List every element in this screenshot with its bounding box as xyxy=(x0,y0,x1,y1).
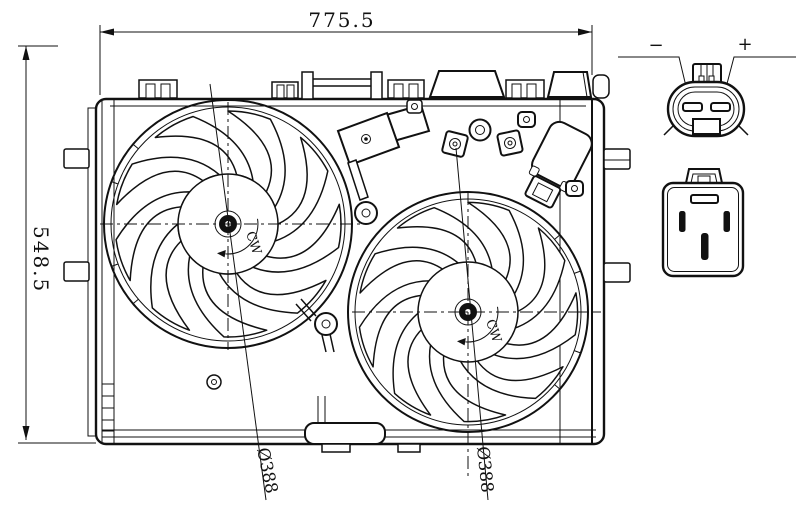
fan-right-diameter-label: Ø388 xyxy=(472,445,497,493)
centerlines xyxy=(100,102,601,480)
fan-left-rotation-label: CW xyxy=(242,230,264,257)
connector-positive-label: + xyxy=(737,34,752,55)
connector-negative-label: − xyxy=(648,35,663,56)
top-mounting-tabs xyxy=(138,70,610,100)
fan-left-diameter-label: Ø388 xyxy=(252,446,281,496)
resistor-module xyxy=(524,120,593,209)
motor-bracket xyxy=(336,99,431,201)
cw-arrow-left xyxy=(217,250,226,258)
bottom-foot xyxy=(304,396,421,453)
dimension-width: 775.5 xyxy=(99,8,593,95)
dimension-width-label: 775.5 xyxy=(308,8,375,32)
fan-right-rotation-label: CW xyxy=(482,318,504,345)
relay-detail xyxy=(661,168,745,278)
shroud-bosses xyxy=(206,111,593,390)
connector-detail: − + xyxy=(618,34,796,138)
ring-pivot-bosses xyxy=(295,201,378,353)
side-mounting-tabs xyxy=(63,148,631,283)
dimension-height-label: 548.5 xyxy=(29,226,53,293)
cw-arrow-right xyxy=(457,338,466,346)
diameter-leaders: Ø388 Ø388 xyxy=(209,83,497,501)
dimension-height: 548.5 xyxy=(18,45,96,444)
